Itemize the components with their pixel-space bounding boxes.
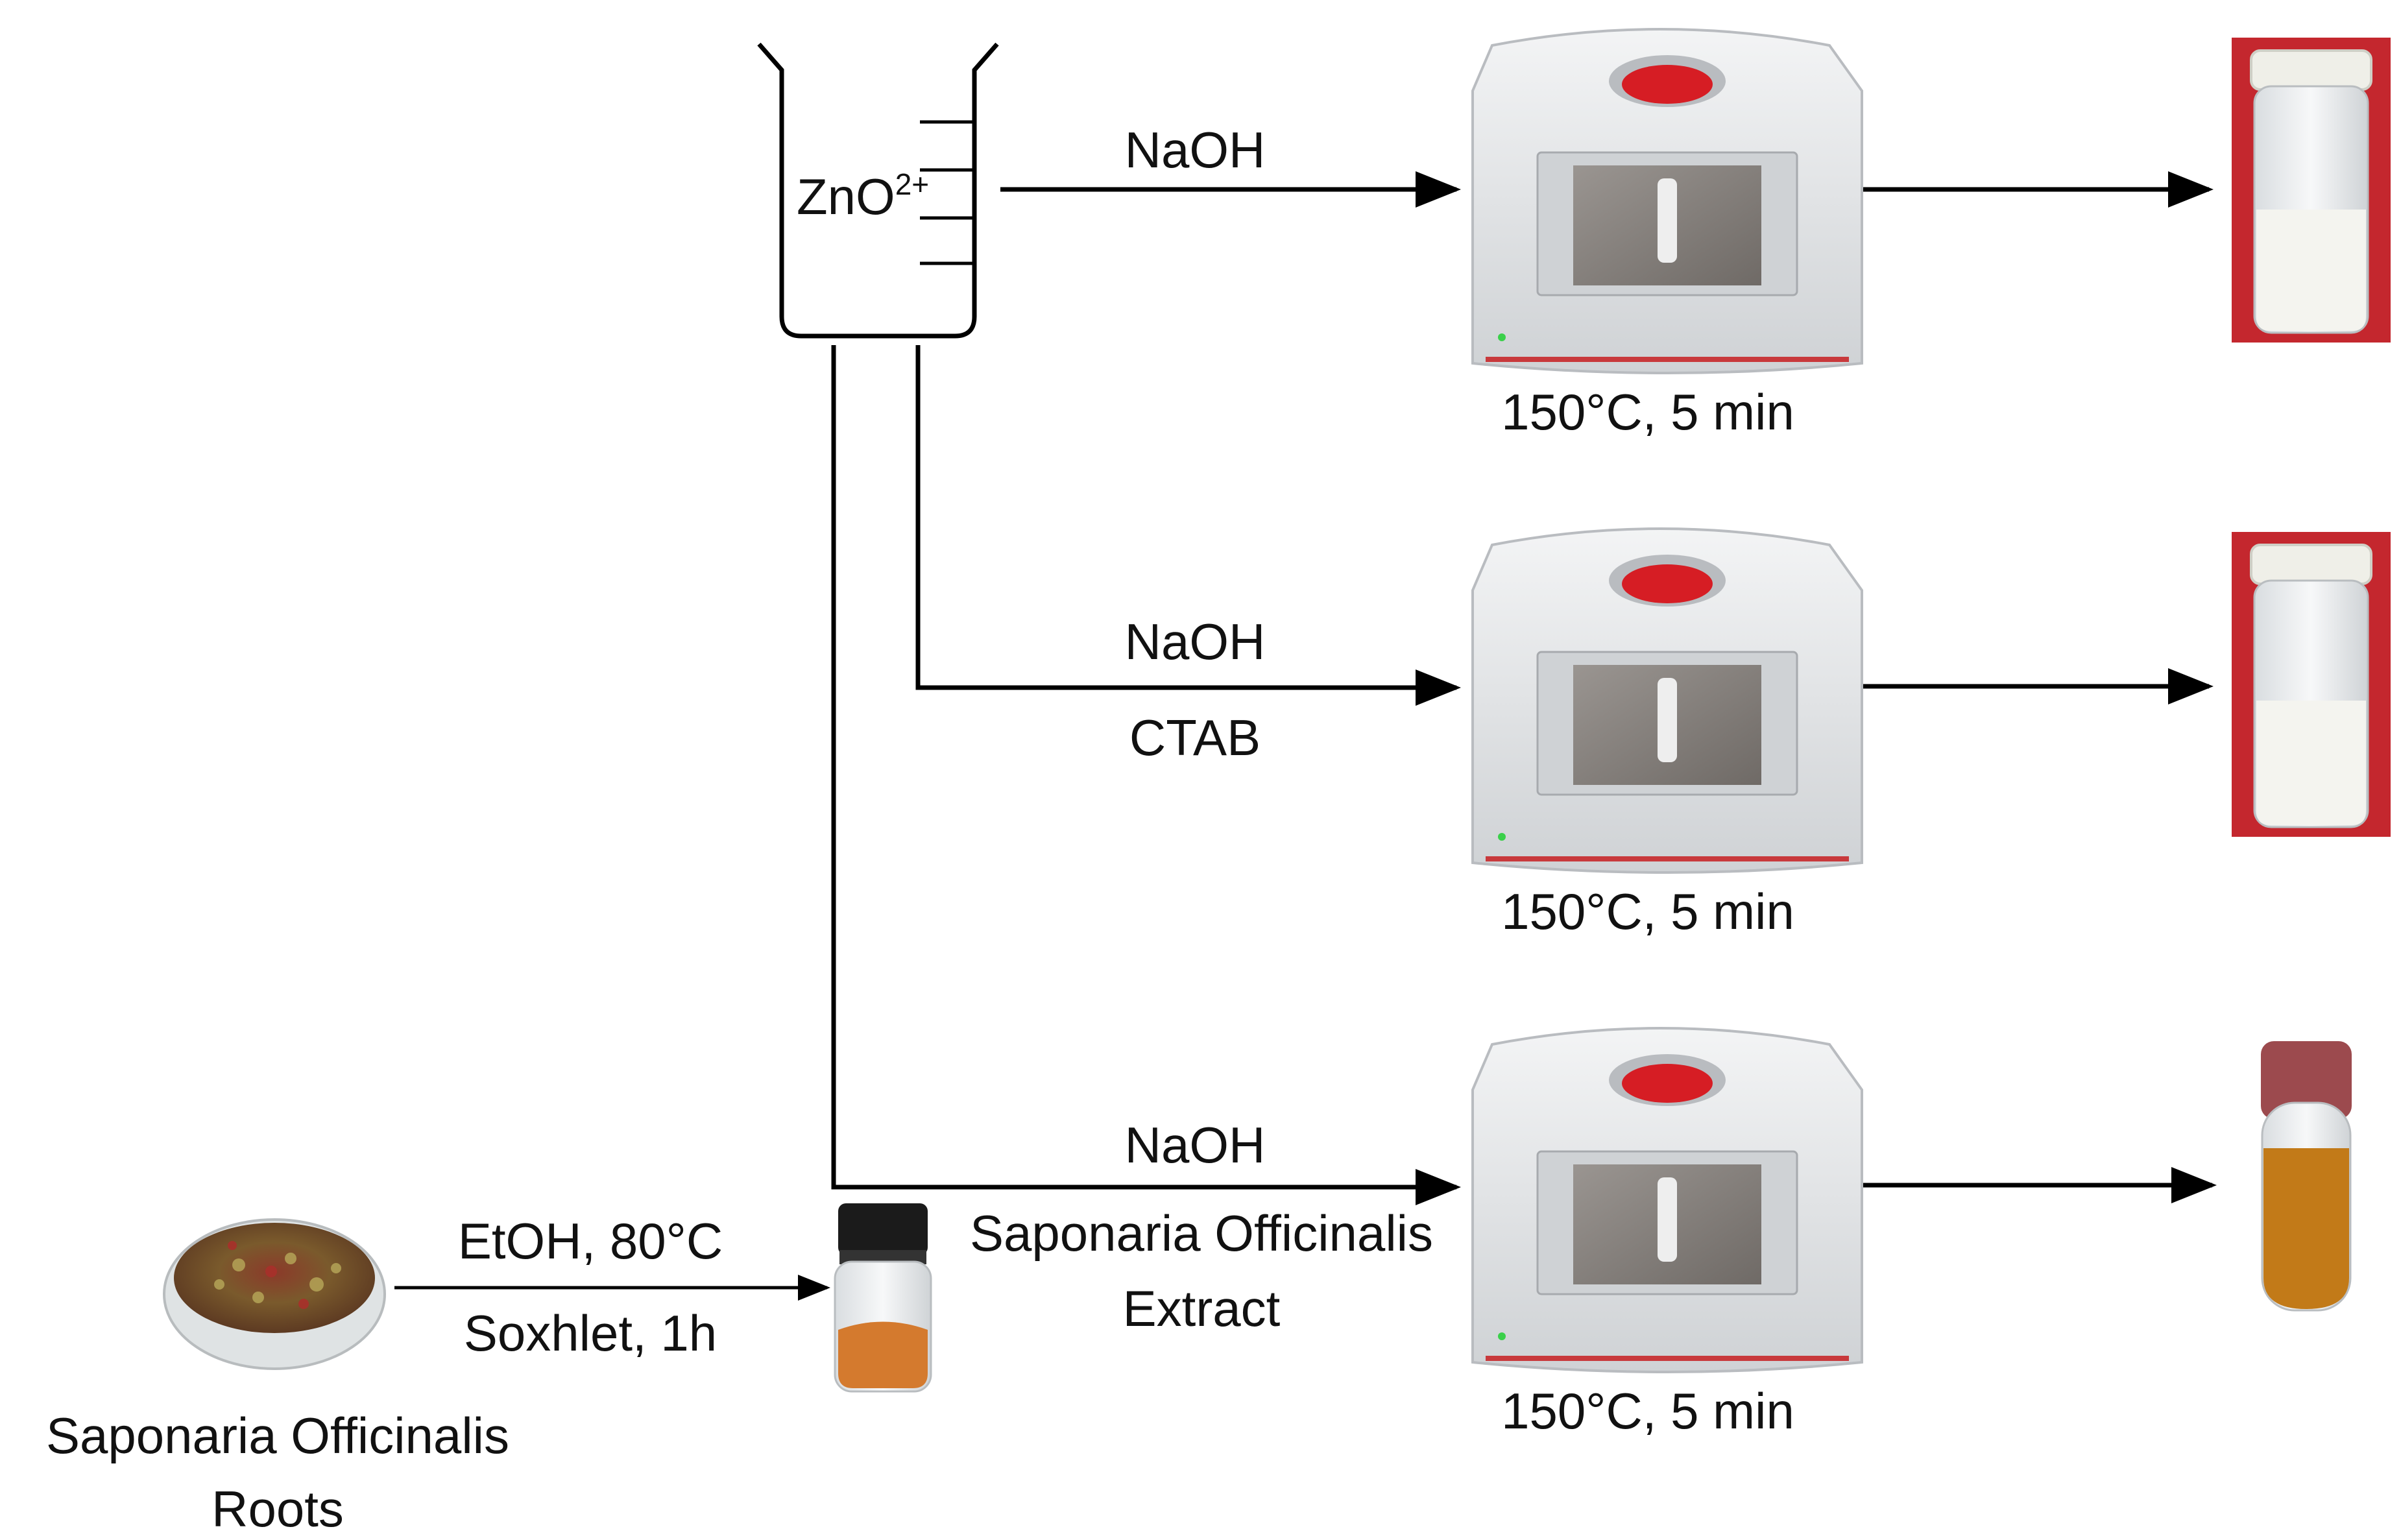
microwave-reactor-3 [1471, 1027, 1863, 1373]
beaker: ZnO2+ [757, 42, 999, 339]
route-2-reagent-2: CTAB [1129, 709, 1261, 766]
route-1-condition: 150°C, 5 min [1501, 383, 1794, 440]
source-label-line-2: Roots [211, 1480, 344, 1537]
product-vial-2 [2232, 532, 2391, 837]
route-3-reagent-1: NaOH [1125, 1116, 1266, 1173]
beaker-superscript: 2+ [895, 167, 929, 201]
route-2-reagent-1: NaOH [1125, 613, 1266, 670]
extraction-method: Soxhlet, 1h [464, 1305, 717, 1362]
connector-lines [394, 171, 2217, 1301]
product-vial-1 [2232, 38, 2391, 343]
route-1-reagent: NaOH [1125, 121, 1266, 178]
svg-text:ZnO2+: ZnO2+ [797, 167, 929, 225]
route-3-condition: 150°C, 5 min [1501, 1382, 1794, 1439]
beaker-label: ZnO [797, 168, 895, 225]
route-3-reagent-2: Saponaria Officinalis [970, 1205, 1433, 1262]
product-tube-3 [2254, 1038, 2358, 1323]
arrow-route-3 [831, 345, 1461, 1205]
extract-jar [834, 1203, 932, 1393]
roots-bowl [163, 1218, 386, 1370]
arrow-route-2 [915, 345, 1461, 706]
microwave-reactor-2 [1471, 527, 1863, 874]
extraction-reagent: EtOH, 80°C [458, 1212, 723, 1269]
route-3-reagent-3: Extract [1123, 1280, 1281, 1337]
route-2-condition: 150°C, 5 min [1501, 883, 1794, 940]
microwave-reactor-1 [1471, 28, 1863, 374]
source-label-line-1: Saponaria Officinalis [46, 1407, 509, 1464]
